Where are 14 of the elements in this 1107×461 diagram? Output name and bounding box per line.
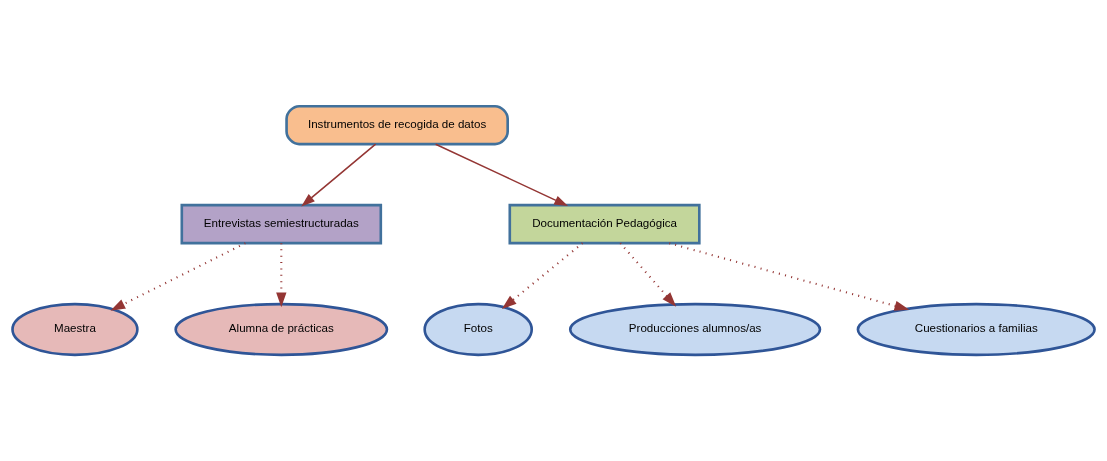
node-box: Entrevistas semiestructuradas	[180, 203, 383, 245]
node-ellipse: Alumna de prácticas	[174, 302, 389, 357]
node-ellipse: Fotos	[423, 302, 534, 357]
arrow	[501, 242, 584, 310]
arrow	[669, 242, 910, 311]
arrow	[110, 242, 246, 311]
node-box: Instrumentos de recogida de datos	[285, 104, 509, 146]
arrow	[619, 242, 677, 307]
arrow	[434, 143, 569, 207]
node-ellipse: Maestra	[11, 302, 139, 357]
arrow	[301, 143, 377, 207]
node-box: Documentación Pedagógica	[508, 203, 701, 245]
arrow	[276, 243, 287, 308]
node-ellipse: Producciones alumnos/as	[568, 302, 822, 357]
